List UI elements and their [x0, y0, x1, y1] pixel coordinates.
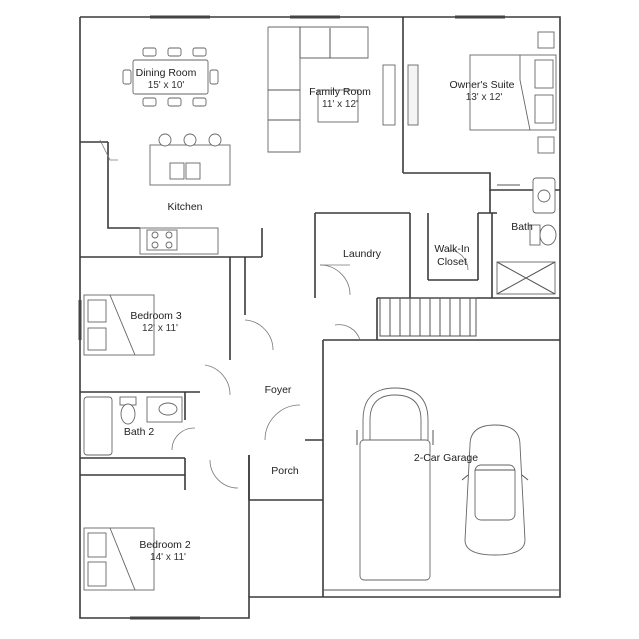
toilet-icon	[539, 224, 557, 246]
kitchen-label: Kitchen	[167, 201, 202, 213]
dining-room-label: Dining Room	[136, 67, 197, 79]
foyer-label: Foyer	[265, 384, 292, 396]
room-labels: Dining Room 15' x 10' Family Room 11' x …	[124, 67, 533, 563]
porch-label: Porch	[271, 465, 299, 477]
bedroom3-dims: 12' x 11'	[142, 323, 178, 334]
bedroom2-bed	[83, 527, 155, 591]
dining-furniture	[122, 47, 219, 107]
garage-car-outline	[356, 387, 434, 581]
bedroom2-label: Bedroom 2	[139, 539, 191, 551]
coffee-table	[317, 89, 359, 123]
exterior-walls	[79, 16, 561, 619]
bath-fixtures	[496, 177, 557, 295]
toilet-icon	[120, 403, 136, 425]
bedroom3-bed	[83, 294, 155, 356]
family-room-dims: 11' x 12'	[322, 99, 358, 110]
owners-bed	[469, 31, 557, 154]
dining-room-dims: 15' x 10'	[148, 80, 185, 91]
family-room-furniture	[267, 26, 419, 153]
owners-suite-dims: 13' x 12'	[466, 92, 503, 103]
bath2-fixtures	[83, 396, 183, 456]
owners-suite-label: Owner's Suite	[449, 79, 514, 91]
bedroom3-label: Bedroom 3	[130, 310, 182, 322]
doors	[99, 139, 469, 489]
tv-console	[382, 64, 396, 126]
family-room-label: Family Room	[309, 86, 371, 98]
garage-car-icon	[461, 424, 529, 556]
kitchen-fixtures	[139, 133, 231, 255]
garage-label: 2-Car Garage	[414, 452, 478, 464]
bath2-label: Bath 2	[124, 426, 155, 438]
laundry-label: Laundry	[343, 248, 382, 260]
bedroom2-dims: 14' x 11'	[150, 552, 186, 563]
walk-in-closet-label-2: Closet	[437, 256, 467, 268]
cooktop-icon	[146, 229, 178, 251]
dining-table	[132, 59, 209, 95]
interior-walls	[80, 17, 560, 597]
bath-label: Bath	[511, 221, 533, 233]
windows	[78, 15, 505, 620]
stairs	[379, 297, 477, 337]
bathtub	[83, 396, 113, 456]
walk-in-closet-label: Walk-In	[434, 243, 469, 255]
